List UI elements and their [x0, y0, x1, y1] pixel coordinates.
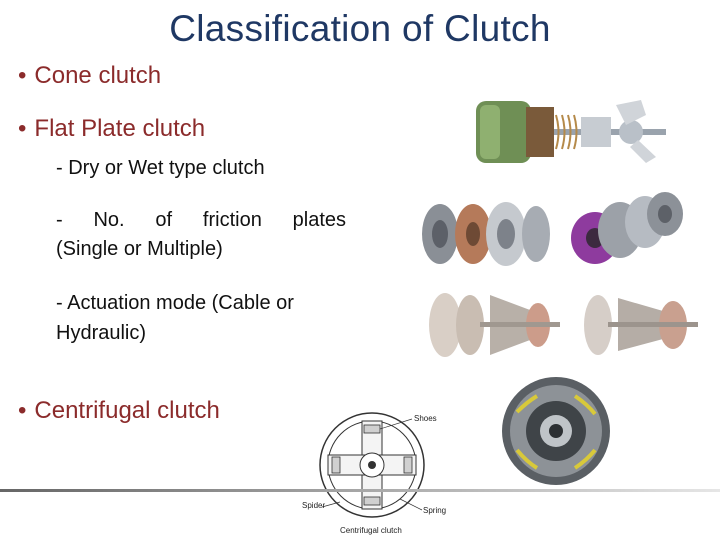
bullet-marker: • — [18, 115, 27, 142]
flat-plate-clutch-image-2 — [565, 190, 690, 270]
sub-item-friction-plates-line2: (Single or Multiple) — [56, 238, 223, 260]
bullet-marker: • — [18, 62, 27, 89]
centrifugal-clutch-photo — [497, 372, 615, 490]
bullet-flat-plate-clutch: • Flat Plate clutch — [18, 115, 205, 143]
footer-divider — [0, 489, 720, 492]
diagram-caption: Centrifugal clutch — [340, 526, 402, 535]
sub-item-dry-wet: - Dry or Wet type clutch — [56, 157, 265, 179]
sub-item-actuation-line2: Hydraulic) — [56, 322, 147, 344]
bullet-text: Centrifugal clutch — [34, 397, 220, 424]
sub-item-friction-plates-line1: - No. of friction plates — [56, 209, 346, 231]
centrifugal-clutch-diagram: Shoes Spider Spring Centrifugal clutch — [300, 407, 455, 540]
clutch-actuation-image-1 — [420, 285, 560, 363]
clutch-actuation-image-2 — [578, 283, 698, 363]
bullet-text: Cone clutch — [34, 62, 162, 89]
bullet-centrifugal-clutch: • Centrifugal clutch — [18, 397, 220, 425]
diagram-label-spring: Spring — [423, 506, 446, 515]
bullet-text: Flat Plate clutch — [34, 115, 206, 142]
flat-plate-clutch-image-1 — [418, 196, 553, 271]
bullet-marker: • — [18, 397, 27, 424]
diagram-label-spider: Spider — [302, 501, 325, 510]
bullet-cone-clutch: • Cone clutch — [18, 62, 161, 90]
cone-clutch-image — [466, 95, 666, 170]
diagram-label-shoes: Shoes — [414, 414, 437, 423]
sub-item-actuation-line1: - Actuation mode (Cable or — [56, 292, 294, 314]
slide-title: Classification of Clutch — [169, 8, 551, 49]
